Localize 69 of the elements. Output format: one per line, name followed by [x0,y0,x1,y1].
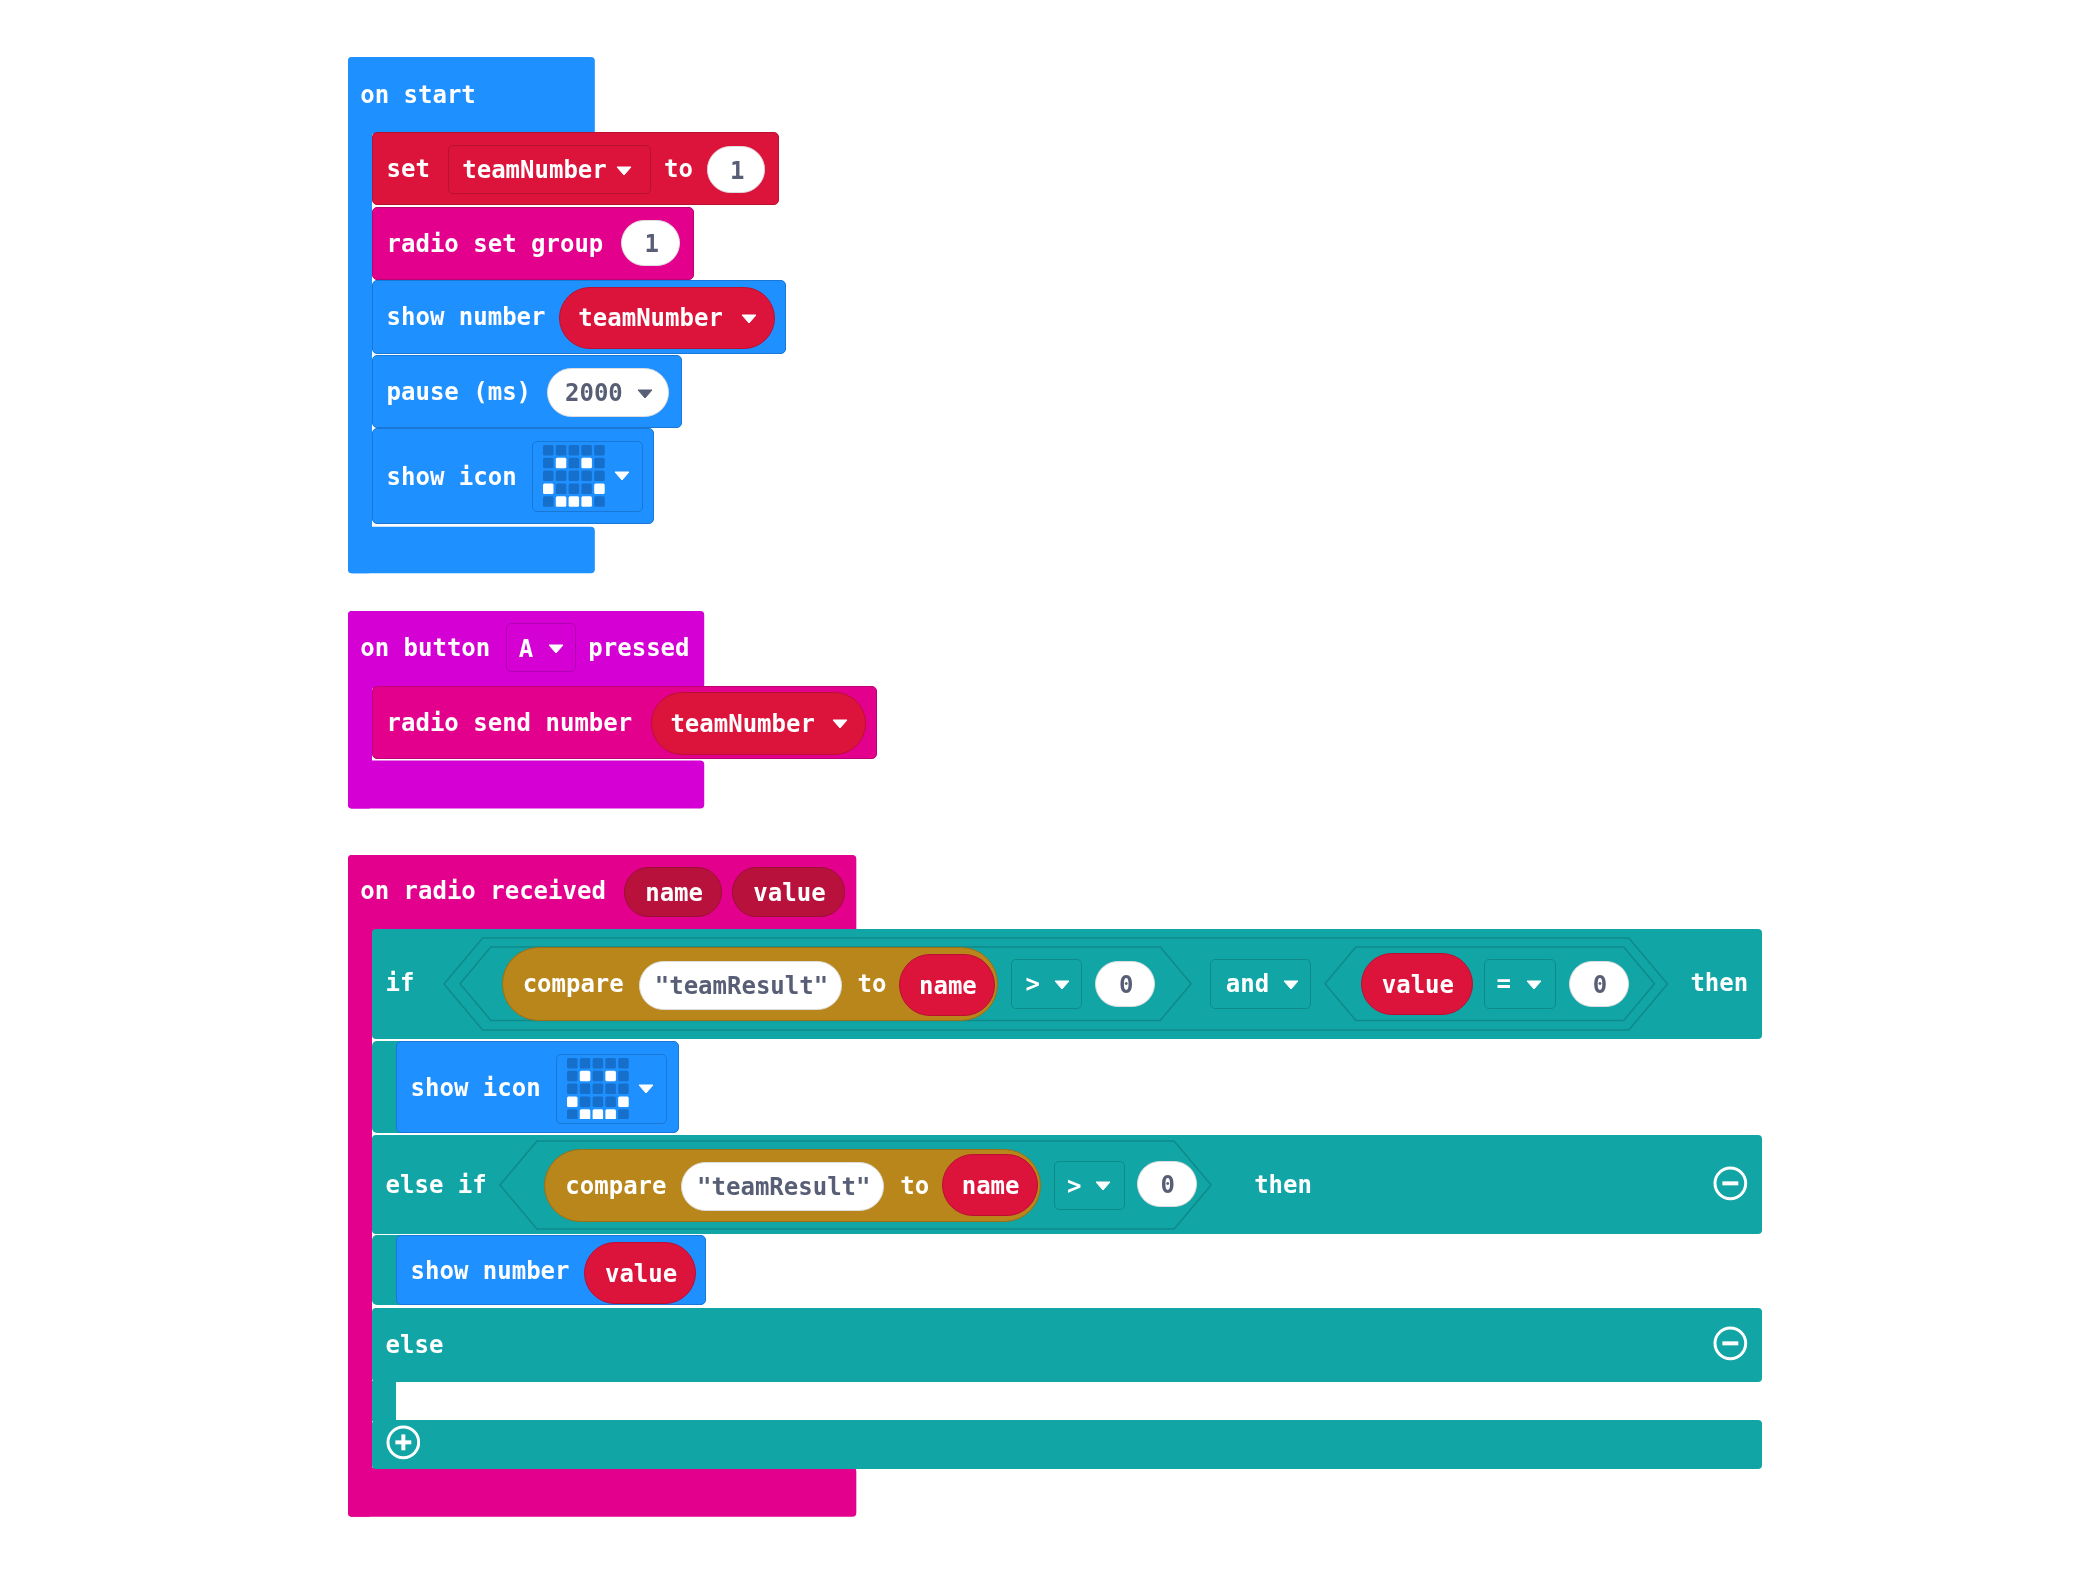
string-field [639,960,842,1010]
dropdown-field [505,623,577,673]
if-clause-bar [372,928,1763,1040]
statement-block [372,428,654,525]
field-value: 0 [1592,970,1608,999]
field-value: teamNumber [578,304,723,333]
statement-block [372,132,780,206]
field-value: value [753,878,826,907]
field-value: "teamResult" [654,972,829,1001]
block-label: show icon [410,1074,541,1103]
field-value: 1 [729,156,745,185]
statement-block [372,685,877,760]
block-label: show number [386,303,546,332]
field-value: > [1067,1171,1082,1200]
field-value: "teamResult" [697,1173,871,1202]
block-label: on button [360,634,491,663]
block-label: radio send number [386,708,633,737]
block-label: to [900,1171,930,1200]
field-value: A [518,635,534,664]
field-value: value [604,1260,678,1289]
block-label: radio set group [386,229,604,258]
variable-pill [732,867,845,917]
block-label: pressed [588,634,690,663]
field-value: 0 [1119,970,1134,999]
field-value: if [385,969,415,998]
condition-hexagon [1324,947,1655,1021]
field-value: value [1381,970,1454,999]
variable-pill [898,953,995,1017]
field-value: 1 [644,230,659,259]
string-field [681,1161,885,1212]
field-value: else if [385,1170,487,1199]
block-label: show number [410,1257,570,1286]
block-label: to [664,155,693,184]
number-field [621,219,681,267]
block-label: compare [522,970,624,999]
block-label: on radio received [360,877,606,906]
variable-pill [941,1153,1038,1217]
block-label: compare [565,1171,667,1200]
field-value: 0 [1160,1171,1175,1200]
field-value: > [1025,970,1041,999]
dropdown-field [1483,959,1556,1009]
field-value: name [645,878,703,907]
dropdown-field [1054,1160,1125,1211]
dropdown-field [447,145,651,195]
block-label: to [857,970,887,999]
block-label: on start [360,80,476,109]
statement-block [372,280,786,354]
variable-pill [624,867,722,917]
dropdown-field [1011,959,1082,1009]
dropdown-field [1210,959,1312,1009]
field-value: name [919,971,977,1000]
field-value: name [961,1172,1020,1201]
field-value: then [1254,1170,1312,1199]
field-value: and [1225,970,1270,999]
field-value: teamNumber [670,709,815,738]
field-value: then [1690,969,1749,998]
field-value: else [385,1330,444,1359]
if-clause-bar [372,1135,1763,1235]
block-label: set [386,155,430,184]
condition-hexagon [444,937,1668,1030]
field-value: = [1496,970,1512,999]
block-label: pause (ms) [386,377,532,406]
block-label: show icon [386,463,517,492]
if-clause-bar [372,1307,1763,1383]
field-value: 2000 [565,378,623,407]
condition-hexagon [500,1140,1212,1229]
statement-block [372,354,682,429]
statement-block [372,206,694,281]
field-value: teamNumber [462,156,607,185]
